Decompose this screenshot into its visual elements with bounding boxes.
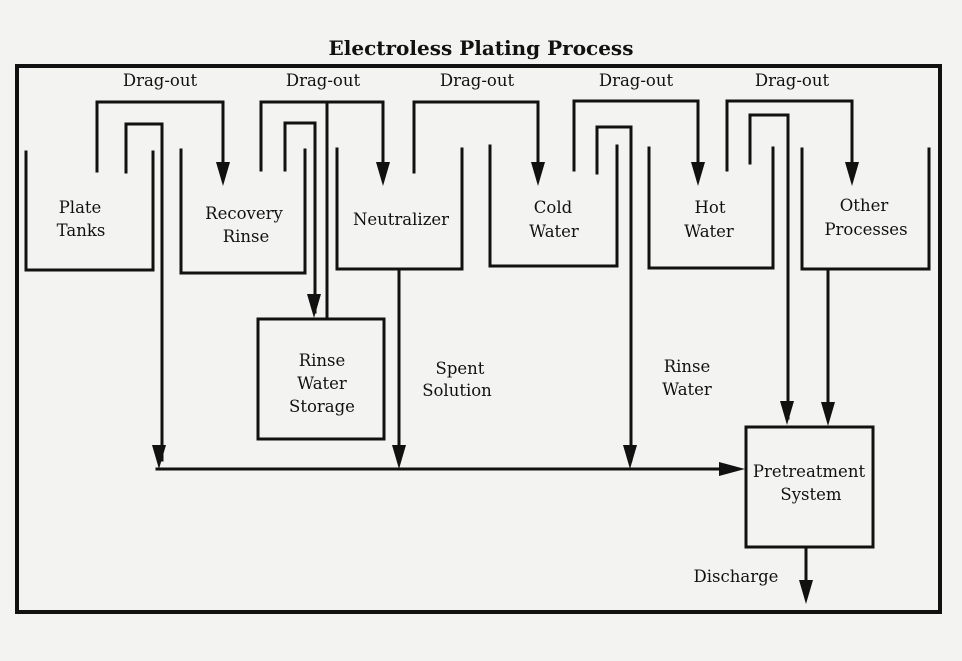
spent-solution-arrow [392, 445, 406, 469]
drag-out-arrow-5 [845, 162, 859, 186]
pretreatment-system-box [744, 425, 875, 549]
drag-out-pipe-2 [259, 100, 385, 182]
drag-out-arrow-1 [216, 162, 230, 186]
tank-label-recovery-rinse-line-2: Rinse [223, 227, 270, 246]
tank-label-hot-water-line-1: Hot [695, 198, 726, 217]
tank-neutralizer [335, 147, 464, 271]
tank-hot-water [647, 146, 775, 270]
recovery-rinse-to-storage-pipe [283, 121, 317, 314]
discharge-arrow [799, 580, 813, 604]
tank-label-other-processes-line-2: Processes [824, 220, 907, 239]
rinse-water-storage-label-line-2: Water [297, 374, 347, 393]
rinse-water-label-line-1: Rinse [664, 357, 711, 376]
flow-lines [24, 99, 931, 604]
tank-plate-tanks [24, 150, 155, 272]
drag-out-pipe-5 [725, 99, 854, 182]
rinse-water-storage-label-line-3: Storage [289, 397, 355, 416]
hot-water-rinse-pipe [748, 113, 790, 420]
tank-cold-water [488, 144, 619, 268]
drag-out-arrow-4 [691, 162, 705, 186]
tank-other-processes [800, 147, 931, 271]
tank-label-cold-water-line-2: Water [529, 222, 579, 241]
pretreatment-system-label-line-2: System [780, 485, 841, 504]
tank-recovery-rinse [179, 148, 307, 275]
spent-solution-label-line-1: Spent [436, 359, 485, 378]
cold-water-rinse-arrow [623, 445, 637, 469]
plate-tanks-rinse-pipe [124, 122, 164, 462]
drag-out-label-2: Drag-out [286, 71, 361, 90]
drag-out-pipe-3 [412, 100, 540, 182]
drag-out-pipe-1 [95, 100, 225, 182]
process-frame [15, 64, 942, 614]
drag-out-arrow-2 [376, 162, 390, 186]
tank-label-hot-water-line-2: Water [684, 222, 734, 241]
drag-out-label-5: Drag-out [755, 71, 830, 90]
tank-label-recovery-rinse-line-1: Recovery [205, 204, 283, 223]
discharge-label: Discharge [694, 567, 779, 586]
drag-out-label-4: Drag-out [599, 71, 674, 90]
tank-label-plate-tanks-line-1: Plate [59, 198, 102, 217]
recovery-rinse-to-storage-arrow [307, 294, 321, 318]
rinse-water-storage-label-line-1: Rinse [299, 351, 346, 370]
drag-out-label-3: Drag-out [440, 71, 515, 90]
main-collector-arrow [719, 462, 745, 476]
diagram-title: Electroless Plating Process [329, 36, 634, 60]
drag-out-pipe-4 [572, 99, 700, 182]
other-processes-drain-arrow [821, 402, 835, 426]
drag-out-label-1: Drag-out [123, 71, 198, 90]
pretreatment-system-label-line-1: Pretreatment [753, 462, 866, 481]
plate-tanks-rinse-arrow [152, 445, 166, 469]
rinse-water-label-line-2: Water [662, 380, 712, 399]
tank-label-other-processes-line-1: Other [840, 196, 889, 215]
hot-water-rinse-arrow [780, 401, 794, 425]
tank-label-neutralizer: Neutralizer [353, 210, 449, 229]
cold-water-rinse-pipe [595, 125, 633, 462]
tank-label-cold-water-line-1: Cold [534, 198, 573, 217]
drag-out-arrow-3 [531, 162, 545, 186]
rinse-water-storage-box [256, 317, 386, 441]
spent-solution-label-line-2: Solution [422, 381, 492, 400]
tank-label-plate-tanks-line-2: Tanks [57, 221, 106, 240]
